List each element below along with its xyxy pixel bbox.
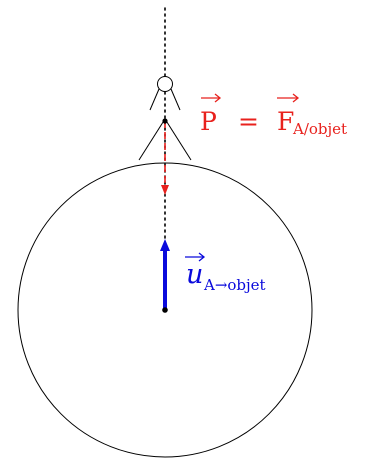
force-symbol-f: F xyxy=(277,107,294,136)
force-subscript: A/objet xyxy=(292,120,347,138)
body-circle xyxy=(17,162,313,458)
vector-arrow-over-f xyxy=(277,93,300,103)
unit-vector-label: u A→objet xyxy=(185,252,266,294)
figure-head xyxy=(157,76,173,92)
figure-leg-right xyxy=(164,118,192,161)
weight-symbol-p: P xyxy=(200,107,217,136)
weight-vector-origin xyxy=(162,118,168,124)
unit-symbol-u: u xyxy=(186,259,203,290)
unit-subscript: A→objet xyxy=(203,276,266,294)
figure-arm-right xyxy=(170,88,181,111)
vector-arrow-over-u xyxy=(185,252,206,262)
equals-sign: = xyxy=(238,107,259,136)
figure-leg-left xyxy=(138,118,166,161)
weight-label: P = F A/objet xyxy=(200,93,347,138)
unit-vector-origin xyxy=(162,307,168,313)
vector-arrow-over-p xyxy=(201,93,222,103)
figure-arm-left xyxy=(149,88,160,111)
